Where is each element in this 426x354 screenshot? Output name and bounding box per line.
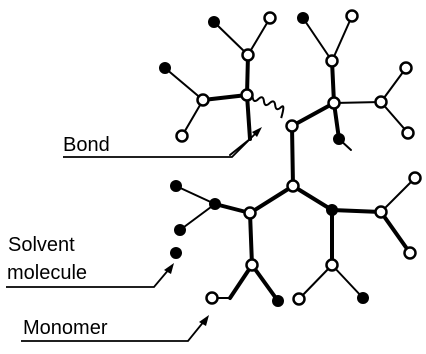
backbone-bonds: [201, 53, 412, 303]
solvent-molecule-label-line1: Solvent: [8, 234, 75, 256]
bond-label: Bond: [63, 134, 110, 156]
monomer-label: Monomer: [23, 317, 108, 339]
monomer-nodes: [175, 9, 422, 306]
leader-lines: [6, 130, 259, 342]
arrow-heads: [164, 127, 262, 326]
side-bonds: [164, 15, 416, 300]
solvent-nodes: [159, 12, 369, 307]
solvent-molecule-label-line2: molecule: [7, 262, 87, 284]
